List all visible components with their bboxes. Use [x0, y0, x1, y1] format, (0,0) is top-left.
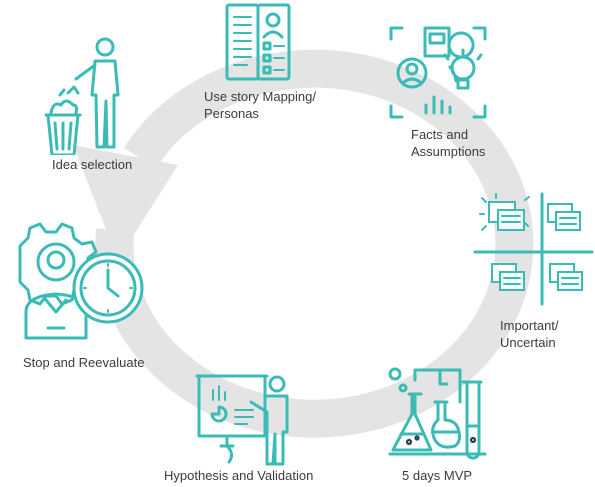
stage-hypothesis-label: Hypothesis and Validation [164, 468, 314, 483]
persona-card-icon [225, 3, 291, 81]
stage-important-label: Important/ Uncertain [500, 318, 559, 350]
stage-idea-label: Idea selection [52, 157, 133, 172]
stage-mvp-label: 5 days MVP [402, 468, 473, 483]
gear-clock-person-icon [18, 222, 144, 340]
person-trash-icon [44, 37, 120, 155]
stage-facts-label: Facts and Assumptions [411, 127, 486, 159]
lab-flasks-icon [388, 367, 487, 460]
sticky-notes-matrix-icon [473, 192, 594, 306]
insight-frame-icon [389, 26, 487, 119]
stage-stop-label: Stop and Reevaluate [23, 355, 145, 370]
presenter-board-icon [195, 374, 289, 466]
stage-story-label: Use story Mapping/ Personas [204, 89, 316, 121]
